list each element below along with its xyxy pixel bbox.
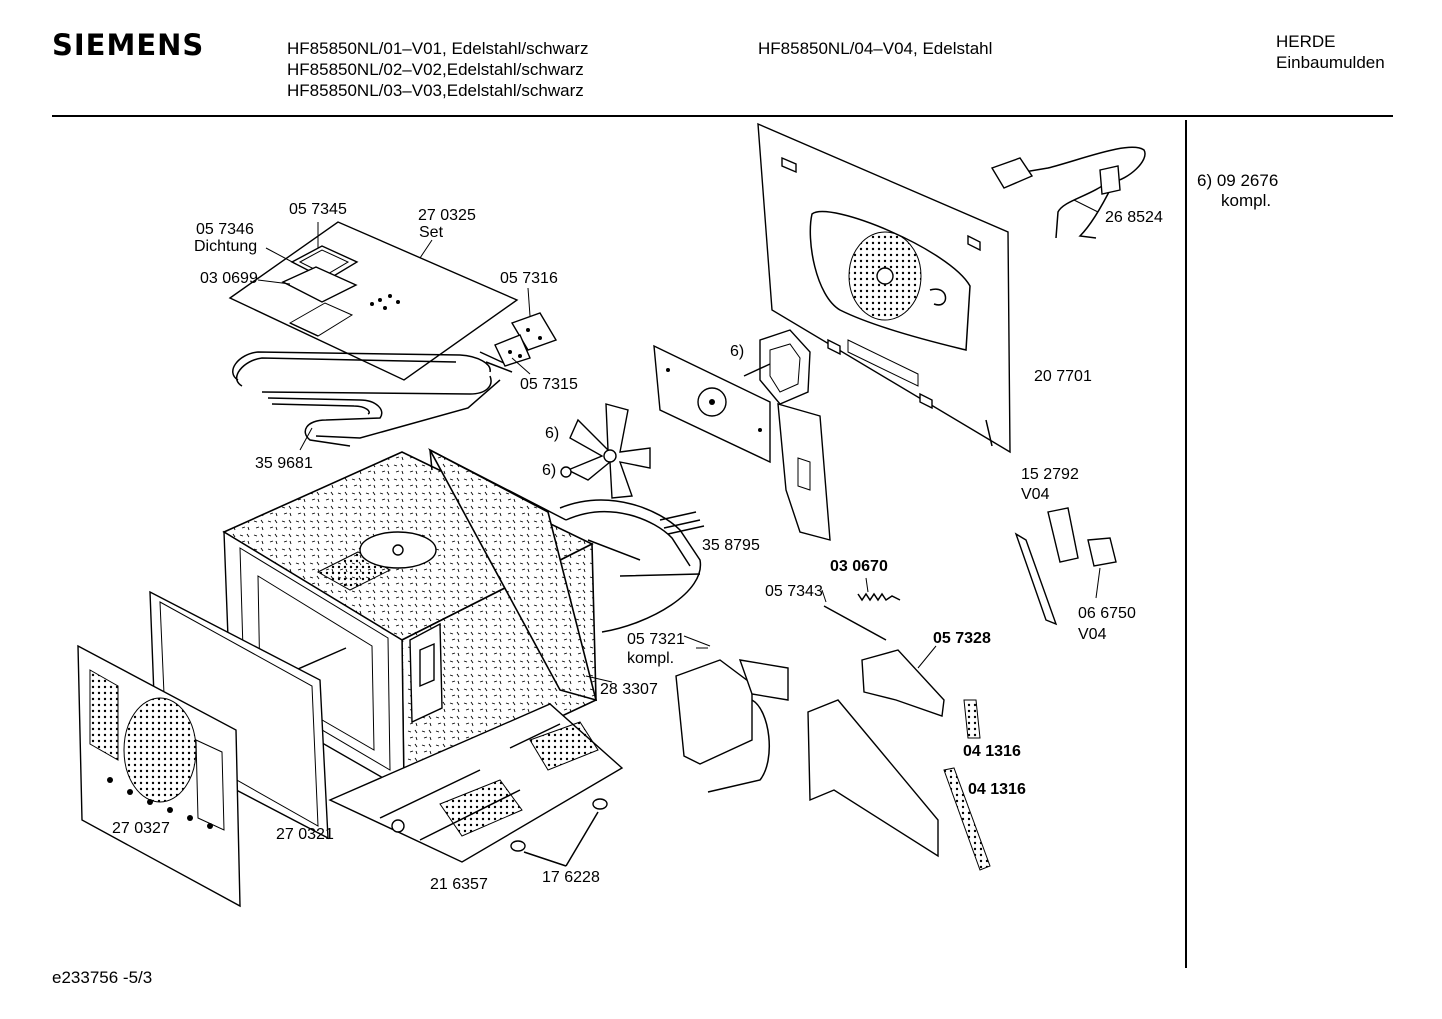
label-359681: 35 9681 [255,455,313,472]
label-152792: 15 2792 [1021,466,1079,483]
rear-side-panel [428,448,598,702]
label-270327: 27 0327 [112,820,170,837]
label-041316-a: 04 1316 [963,743,1021,760]
fan-motor [743,329,811,405]
label-270321: 27 0321 [276,826,334,843]
top-heating-element [232,351,513,447]
label-6-fan: 6) [545,425,560,442]
label-283307: 28 3307 [600,681,658,698]
mounting-brackets [494,312,558,367]
label-358795: 35 8795 [702,537,760,554]
brand-logo: SIEMENS [52,28,205,62]
label-057346: 05 7346 [196,221,254,238]
leader-lines [257,199,1101,683]
category-line-1: HERDE [1276,32,1336,51]
top-cover-plate [228,221,519,381]
label-176228: 17 6228 [542,869,600,886]
label-v04-b: V04 [1078,626,1107,643]
rubber-feet [510,798,608,867]
model-line-01: HF85850NL/01–V01, Edelstahl/schwarz [287,39,589,58]
back-wall [757,122,1011,454]
gasket-plate [281,245,359,303]
label-057315: 05 7315 [520,376,578,393]
label-set: Set [419,224,444,241]
air-guide-plate [777,403,831,541]
label-6-motor: 6) [730,343,745,360]
label-030670: 03 0670 [830,558,888,575]
label-6-nut: 6) [542,462,557,479]
label-041316-b: 04 1316 [968,781,1026,798]
thermostat-components [1014,507,1117,626]
power-cable [990,146,1146,239]
label-207701: 20 7701 [1034,368,1092,385]
fan-wheel [560,403,651,499]
insulation-strips [943,699,991,871]
label-057328: 05 7328 [933,630,991,647]
label-270325: 27 0325 [418,207,476,224]
side-note-part: 6) 09 2676 [1197,171,1279,190]
convection-heating-ring [559,499,705,633]
category-line-2: Einbaumulden [1276,53,1385,72]
door-latch [861,649,945,717]
label-057321: 05 7321 [627,631,685,648]
model-line-03: HF85850NL/03–V03,Edelstahl/schwarz [287,81,584,100]
inner-door-panel [77,644,241,908]
label-268524: 26 8524 [1105,209,1163,226]
label-057343: 05 7343 [765,583,823,600]
motor-mounting-plate [653,344,771,464]
label-066750: 06 6750 [1078,605,1136,622]
document-id: e233756 -5/3 [52,968,153,987]
side-note-kompl: kompl. [1221,191,1272,210]
model-line-02: HF85850NL/02–V02,Edelstahl/schwarz [287,60,584,79]
label-057345: 05 7345 [289,201,347,218]
bottom-tray [328,703,624,863]
label-kompl: kompl. [627,650,675,667]
model-line-04: HF85850NL/04–V04, Edelstahl [758,39,993,58]
rod-and-spring [823,592,901,641]
label-057316: 05 7316 [500,270,558,287]
label-030699: 03 0699 [200,270,258,287]
switch-assembly [675,659,789,793]
side-housing-panel [807,699,939,858]
label-v04-a: V04 [1021,486,1050,503]
label-dichtung: Dichtung [194,238,258,255]
label-216357: 21 6357 [430,876,488,893]
